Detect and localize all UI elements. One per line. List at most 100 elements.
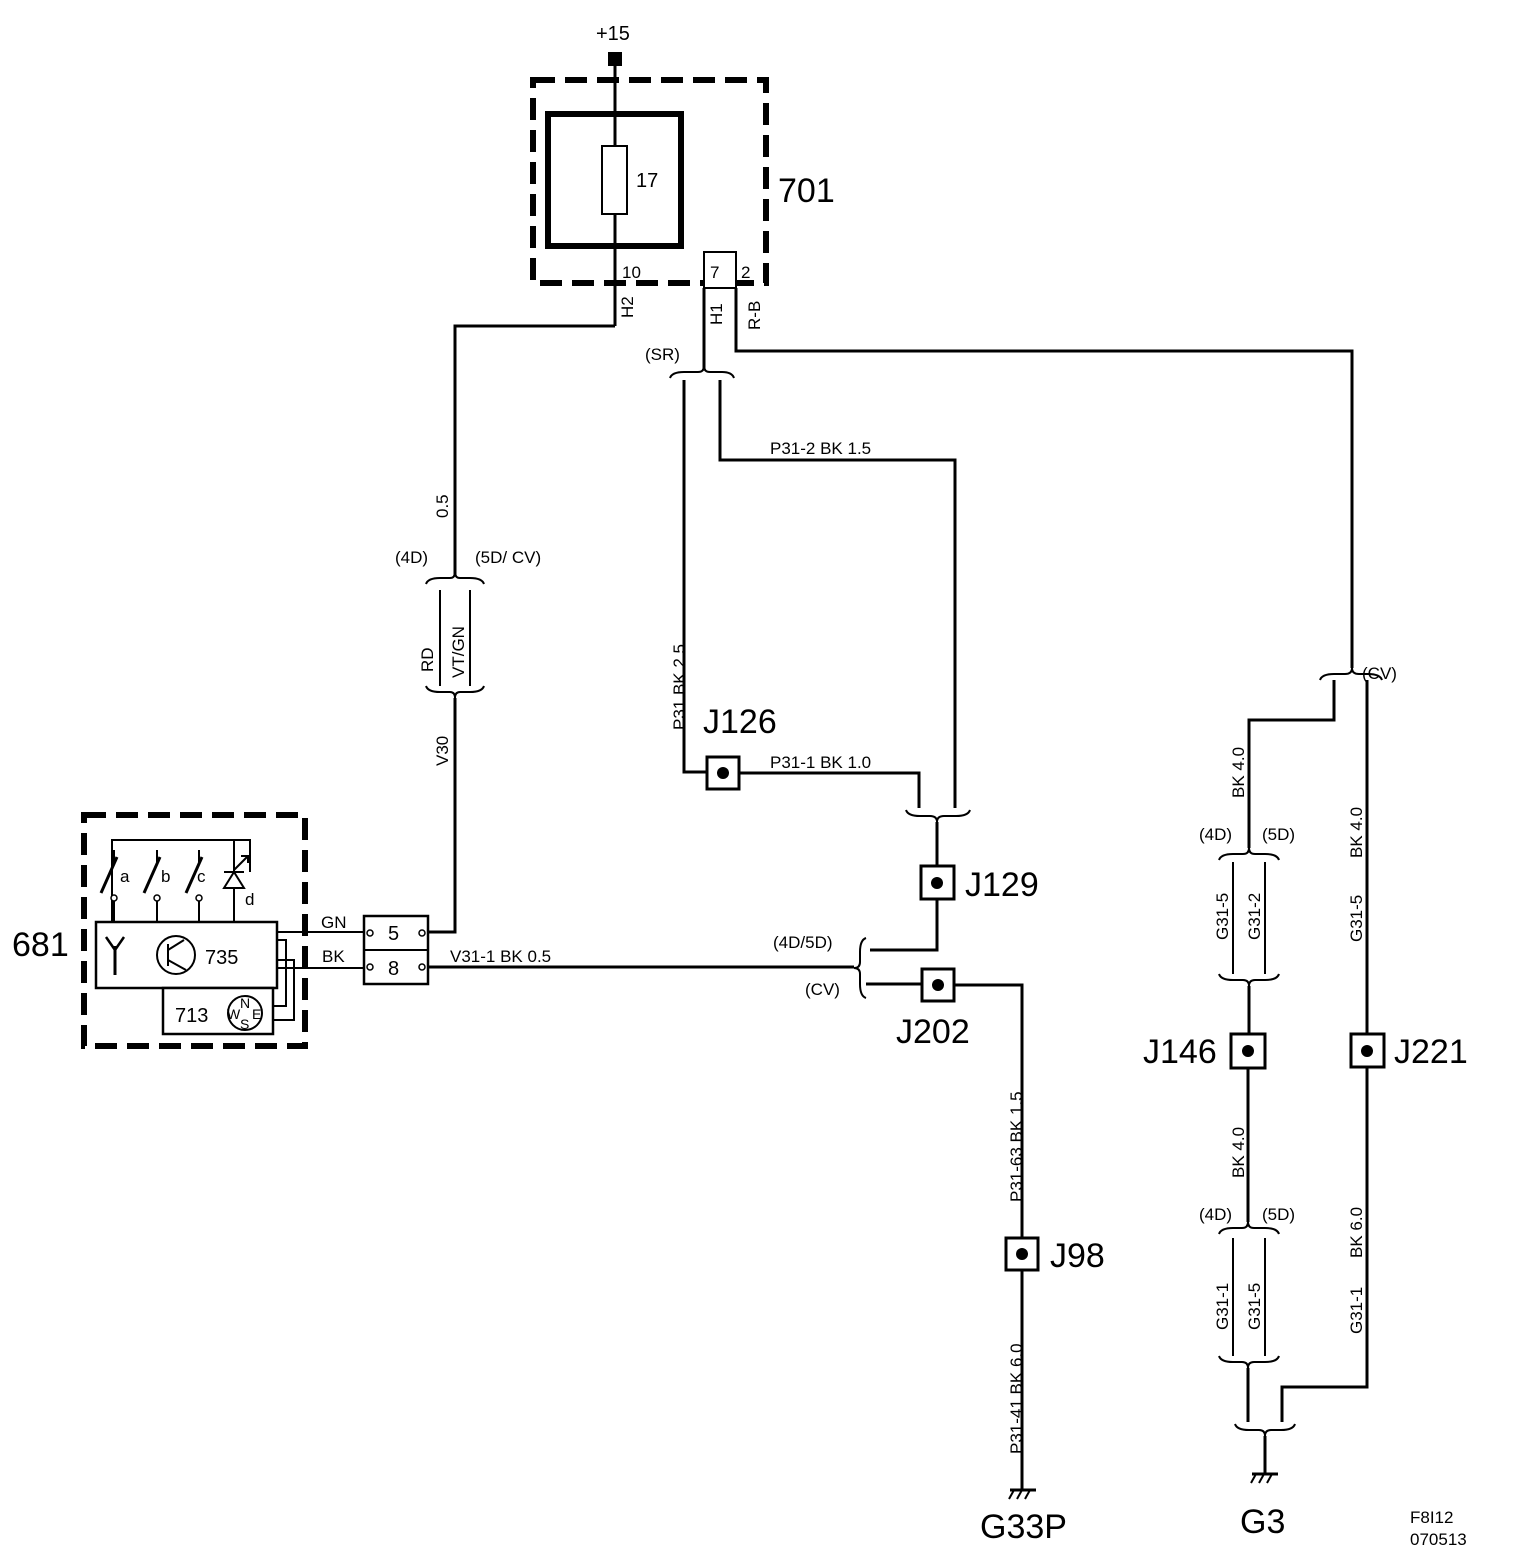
wire-rb-label: R-B [745, 301, 764, 330]
wire-g31-1b-label: G31-1 [1347, 1287, 1366, 1334]
j129-label: J129 [965, 866, 1039, 904]
compass-n: N [240, 995, 250, 1011]
j146-label: J146 [1143, 1033, 1217, 1071]
j126-label: J126 [703, 703, 777, 741]
fuse-box-outline [530, 77, 769, 286]
wire-vtgn-label: VT/GN [449, 626, 468, 678]
pin-7-box [703, 251, 737, 289]
switch-c-icon [184, 850, 204, 922]
diode-d-label: d [245, 890, 254, 909]
wire-g31-5c-label: G31-5 [1245, 1283, 1264, 1330]
supply-terminal [608, 52, 622, 66]
ground-g3-icon [1250, 1472, 1278, 1484]
variant-cv-label-b: (CV) [1362, 664, 1397, 683]
ground-g3-label: G3 [1240, 1503, 1285, 1541]
variant-5d-label-c: (5D) [1262, 1205, 1295, 1224]
compass-w: W [227, 1006, 241, 1022]
fuse-label: 17 [636, 170, 658, 192]
ground-g33p-icon [1008, 1488, 1036, 1500]
connector-pin8-left [366, 963, 374, 971]
antenna-icon [104, 936, 126, 975]
wire-g31-5a-label: G31-5 [1213, 893, 1232, 940]
fuse-holder [545, 111, 684, 249]
wire-bk-label: BK [322, 947, 345, 966]
pin-10-label: 10 [622, 263, 641, 282]
brace-cv-right [1319, 667, 1383, 681]
wire-g31-2-label: G31-2 [1245, 893, 1264, 940]
switch-a-icon [99, 850, 119, 922]
connector-pin-8-label: 8 [388, 958, 399, 980]
wire-p31-1-label: P31-1 BK 1.0 [770, 753, 871, 772]
compass-label: 713 [175, 1005, 208, 1027]
j202-label: J202 [896, 1013, 970, 1051]
j98-dot [1016, 1248, 1028, 1260]
variant-5dcv-label: (5D/ CV) [475, 548, 541, 567]
brace-g3-top [1218, 1221, 1280, 1235]
wire-g31-1a-label: G31-1 [1213, 1283, 1232, 1330]
variant-4d-label-b: (4D) [1199, 825, 1232, 844]
variant-4d5d-label: (4D/5D) [773, 933, 833, 952]
connector-pin8-right [418, 963, 426, 971]
j146-dot [1242, 1045, 1254, 1057]
brace-variant-left [853, 937, 867, 999]
wire-bk60 [1280, 1067, 1369, 1422]
module-lead-inner2 [273, 959, 295, 1021]
variant-brace-top [425, 571, 485, 585]
compass-s: S [240, 1016, 249, 1032]
pin-2-label: 2 [741, 263, 750, 282]
switch-a-label: a [120, 867, 130, 886]
switch-bus [111, 839, 251, 922]
wire-p31-label: P31 BK 2.5 [670, 644, 689, 730]
j202-dot [932, 979, 944, 991]
ground-g33p-label: G33P [980, 1508, 1067, 1546]
wire-g31-5b-label: G31-5 [1347, 895, 1366, 942]
module-label: 681 [12, 926, 69, 964]
brace-j146-top [1218, 847, 1280, 861]
fuse-box-label: 701 [778, 172, 835, 210]
wire-p31-2 [718, 380, 957, 808]
switch-c-label: c [197, 867, 206, 886]
wire-v31-1-label: V31-1 BK 0.5 [450, 947, 551, 966]
j221-label: J221 [1394, 1033, 1468, 1071]
connector-pin5-left [366, 929, 374, 937]
transistor-icon [156, 935, 196, 975]
fuse-17 [601, 145, 628, 215]
connector-pin5-right [418, 929, 426, 937]
j126-dot [717, 767, 729, 779]
brace-g3-ground [1234, 1423, 1296, 1437]
wire-gn-label: GN [321, 913, 347, 932]
diode-d-icon [222, 840, 249, 922]
wire-v30 [428, 698, 457, 934]
variant-sr-label: (SR) [645, 345, 680, 364]
wire-rb [734, 288, 1354, 668]
j221-dot [1361, 1045, 1373, 1057]
footer-code-2: 070513 [1410, 1530, 1467, 1549]
wire-h2-label: H2 [618, 296, 637, 318]
module-outline [81, 812, 308, 1049]
pin-7-label: 7 [710, 263, 719, 282]
wire-v30-label: V30 [433, 736, 452, 766]
wire-j129-down [870, 899, 939, 952]
wire-bk60-label: BK 6.0 [1347, 1207, 1366, 1258]
compass-icon [227, 995, 263, 1031]
variant-cv-label-a: (CV) [805, 980, 840, 999]
supply-label: +15 [596, 23, 630, 45]
wire-h2 [453, 324, 615, 575]
wire-p31-2-label: P31-2 BK 1.5 [770, 439, 871, 458]
wire-p31-63-label: P31-63 BK 1.5 [1007, 1091, 1026, 1202]
module-735-label: 735 [205, 947, 238, 969]
wire-p31-1 [739, 771, 921, 808]
switch-b-label: b [161, 867, 170, 886]
wire-p31 [682, 380, 708, 774]
wire-h1-label: H1 [707, 303, 726, 325]
wire-bk40-b-label: BK 4.0 [1229, 1127, 1248, 1178]
compass-e: E [252, 1006, 261, 1022]
brace-j146-bottom [1218, 973, 1280, 987]
wire-05-label: 0.5 [433, 494, 452, 518]
wire-bk40-a-label: BK 4.0 [1229, 747, 1248, 798]
variant-4d-label-c: (4D) [1199, 1205, 1232, 1224]
variant-brace-bottom [425, 685, 485, 699]
switch-b-icon [142, 850, 162, 922]
variant-brace-sr [669, 365, 735, 379]
